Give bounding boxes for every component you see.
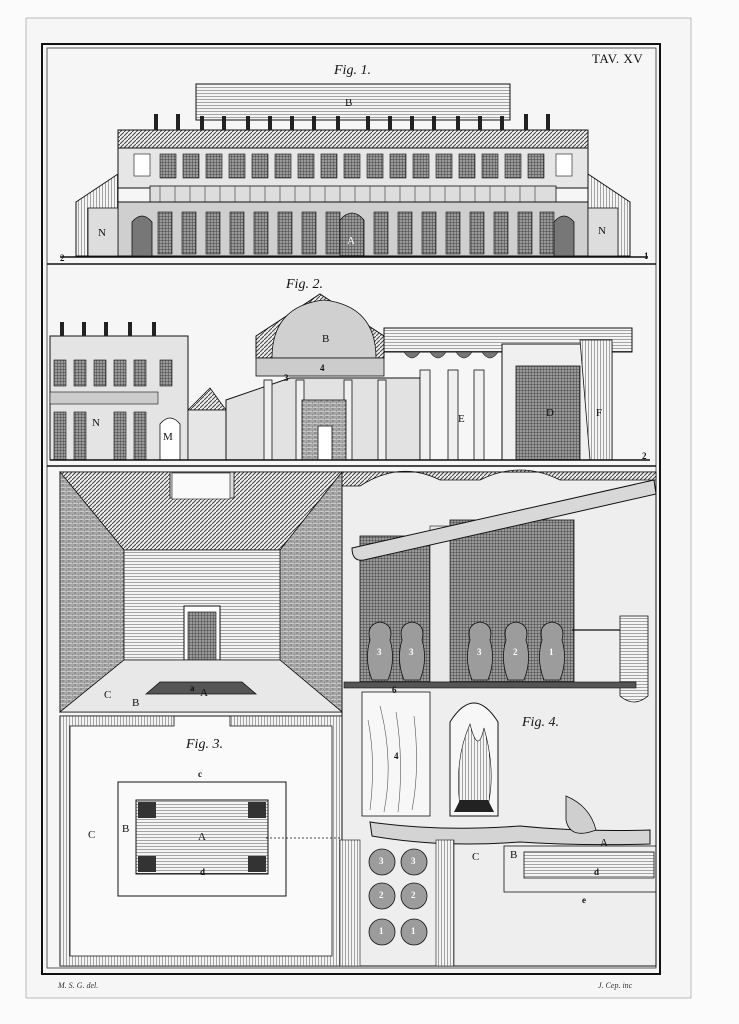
fig4-vessel-2a: 2	[379, 890, 384, 900]
fig1-label-N-right: N	[598, 225, 606, 237]
fig1-label-N-left: N	[98, 227, 106, 239]
fig2-label-E: E	[458, 413, 465, 425]
plate-title: TAV. XV	[592, 51, 644, 66]
fig3-room-label-A: A	[200, 687, 208, 699]
fig4-vessel-3a: 3	[379, 856, 384, 866]
fig1-label-B: B	[345, 97, 353, 109]
fig4-amphora-3c: 3	[477, 647, 482, 657]
fig4-label-d: d	[594, 867, 600, 877]
fig3-label-C: C	[88, 829, 96, 841]
credit-engraver: J. Cep. inc	[598, 981, 633, 990]
fig2-label-2: 2	[642, 451, 647, 461]
fig3-label-c: c	[198, 769, 202, 779]
fig3-room-label-C: C	[104, 689, 112, 701]
fig1-elevation	[60, 83, 648, 258]
fig3-room-label-a: a	[190, 683, 195, 693]
fig2-label-M: M	[163, 431, 173, 443]
fig3-room-perspective	[58, 470, 344, 713]
fig2-label-4: 4	[320, 363, 325, 373]
fig1-caption: Fig. 1.	[334, 63, 371, 78]
fig2-caption: Fig. 2.	[286, 277, 323, 292]
fig4-label-C: C	[472, 851, 480, 863]
fig3-label-A: A	[198, 831, 206, 843]
fig4-vessel-1b: 1	[411, 926, 416, 936]
fig4-vessel-3b: 3	[411, 856, 416, 866]
fig4-amphora-3b: 3	[409, 647, 414, 657]
fig2-label-F: F	[596, 407, 603, 419]
fig2-section	[49, 293, 650, 461]
credit-draughtsman: M. S. G. del.	[58, 981, 99, 990]
fig4-label-B: B	[510, 849, 518, 861]
fig1-label-A: A	[347, 235, 355, 247]
amphora-row	[367, 621, 565, 681]
fig4-furnace	[339, 469, 657, 967]
fig3-plan	[59, 715, 350, 967]
fig2-label-D: D	[546, 407, 554, 419]
outer-frame	[41, 43, 661, 975]
fig4-amphora-1: 1	[549, 647, 554, 657]
fig1-label-1: 1	[644, 251, 649, 261]
fig4-caption: Fig. 4.	[522, 715, 559, 730]
fig4-label-6: 6	[392, 685, 397, 695]
fig3-label-d: d	[200, 867, 206, 877]
fig2-label-B: B	[322, 333, 330, 345]
fig4-label-A: A	[600, 837, 608, 849]
fig4-amphora-3a: 3	[377, 647, 382, 657]
fig2-label-3: 3	[284, 373, 289, 383]
fig4-label-e: e	[582, 895, 586, 905]
fig4-vessel-1a: 1	[379, 926, 384, 936]
plan-vessels	[368, 848, 428, 946]
fig4-label-4: 4	[394, 751, 399, 761]
fig3-label-B: B	[122, 823, 130, 835]
fig4-vessel-2b: 2	[411, 890, 416, 900]
fig1-label-2: 2	[60, 253, 65, 263]
fig3-caption: Fig. 3.	[186, 737, 223, 752]
fig2-label-N: N	[92, 417, 100, 429]
fig4-amphora-2: 2	[513, 647, 518, 657]
fig3-room-label-B: B	[132, 697, 140, 709]
